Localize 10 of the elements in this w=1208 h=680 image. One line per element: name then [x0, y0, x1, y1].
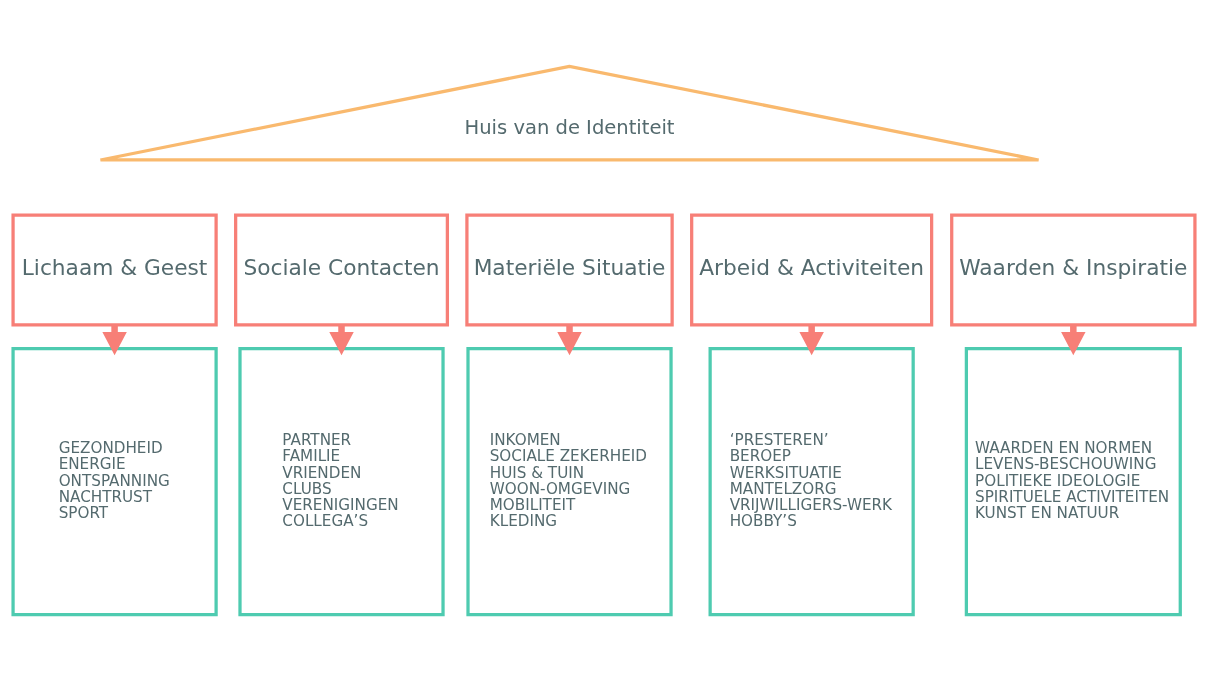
node-box: Waarden & Inspiratie [950, 212, 1197, 326]
node-box: Materiële Situatie [465, 212, 674, 326]
node-box: PARTNER FAMILIE VRIENDEN CLUBS VERENIGINGEN COLLEGA’S [238, 346, 445, 616]
node-box: INKOMEN SOCIALE ZEKERHEID HUIS & TUIN WOON-OMGEVING MOBILITEIT KLEDING [466, 346, 673, 616]
node-box: WAARDEN EN NORMEN LEVENS-BESCHOUWING POLITIEKE IDEOLOGIE SPIRITUELE ACTIVITEITEN KUNST EN NATUUR [964, 346, 1182, 616]
node-box: Lichaam & Geest [11, 212, 218, 326]
node-box: GEZONDHEID ENERGIE ONTSPANNING NACHTRUST SPORT [11, 346, 218, 616]
node-box: ‘PRESTEREN’ BEROEP WERKSITUATIE MANTELZORG VRIJWILLIGERS-WERK HOBBY’S [708, 346, 915, 616]
node-box: Sociale Contacten [234, 212, 449, 326]
node-box: Arbeid & Activiteiten [690, 212, 934, 326]
